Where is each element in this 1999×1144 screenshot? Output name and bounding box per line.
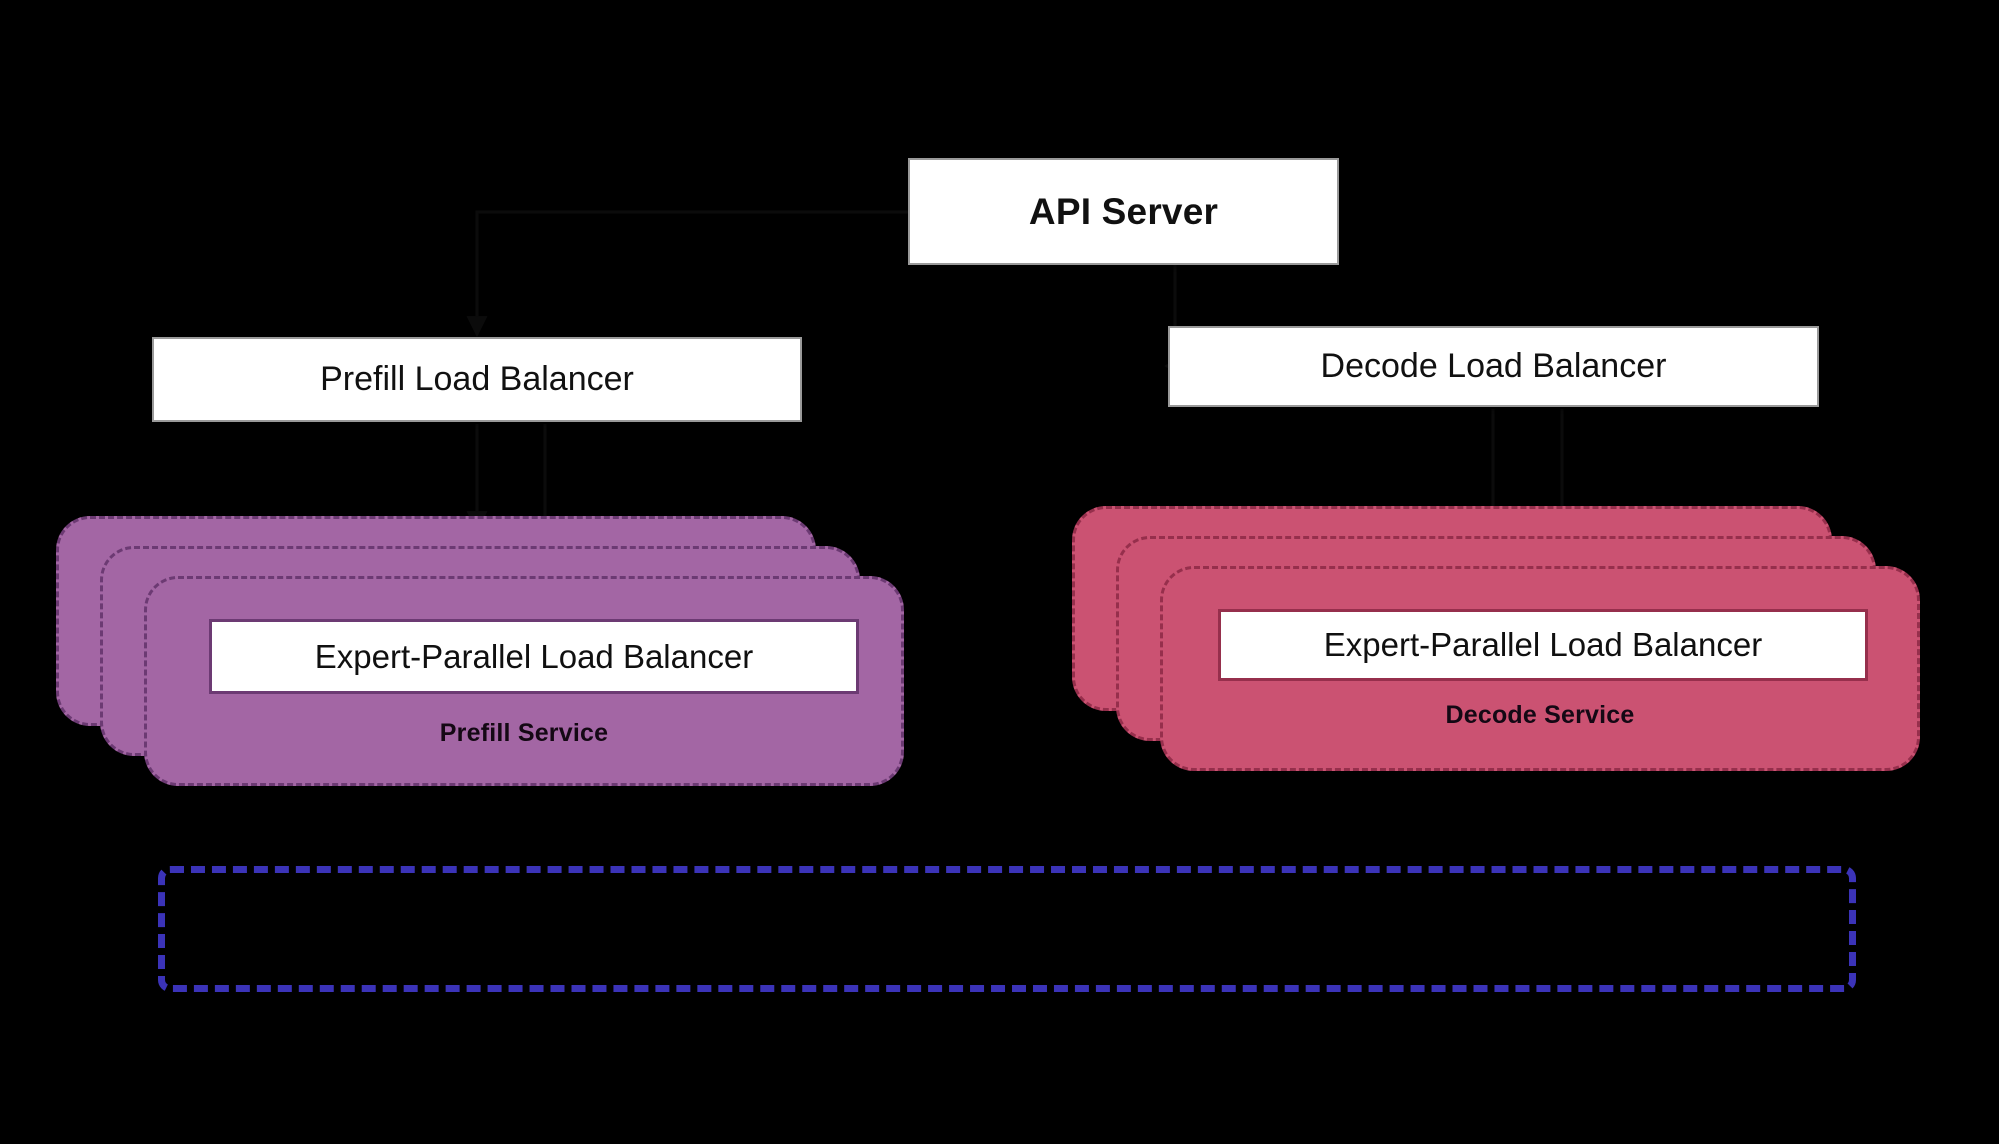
decode-service-label: Decode Service bbox=[1445, 701, 1635, 729]
prefill-service-label: Prefill Service bbox=[439, 719, 609, 747]
decode-service-stack[interactable]: Expert-Parallel Load Balancer Decode Ser… bbox=[1072, 506, 1922, 776]
prefill-expert-parallel-load-balancer-label: Expert-Parallel Load Balancer bbox=[314, 637, 754, 675]
edge-api-to-prefill-lb bbox=[466, 210, 908, 338]
prefill-load-balancer-label: Prefill Load Balancer bbox=[320, 360, 634, 398]
prefill-load-balancer-node[interactable]: Prefill Load Balancer bbox=[152, 337, 802, 422]
api-server-label: API Server bbox=[1028, 190, 1219, 232]
decode-expert-parallel-load-balancer-label: Expert-Parallel Load Balancer bbox=[1323, 626, 1763, 663]
decode-load-balancer-label: Decode Load Balancer bbox=[1320, 347, 1667, 385]
prefill-service-stack[interactable]: Expert-Parallel Load Balancer Prefill Se… bbox=[56, 516, 906, 786]
kv-cache-container[interactable] bbox=[158, 866, 1856, 992]
prefill-expert-parallel-load-balancer[interactable]: Expert-Parallel Load Balancer bbox=[209, 619, 859, 694]
decode-expert-parallel-load-balancer[interactable]: Expert-Parallel Load Balancer bbox=[1218, 609, 1868, 681]
prefill-service-replica-1[interactable]: Expert-Parallel Load Balancer Prefill Se… bbox=[144, 576, 904, 786]
api-server-node[interactable]: API Server bbox=[908, 158, 1339, 265]
decode-service-replica-1[interactable]: Expert-Parallel Load Balancer Decode Ser… bbox=[1160, 566, 1920, 771]
decode-load-balancer-node[interactable]: Decode Load Balancer bbox=[1168, 326, 1819, 407]
